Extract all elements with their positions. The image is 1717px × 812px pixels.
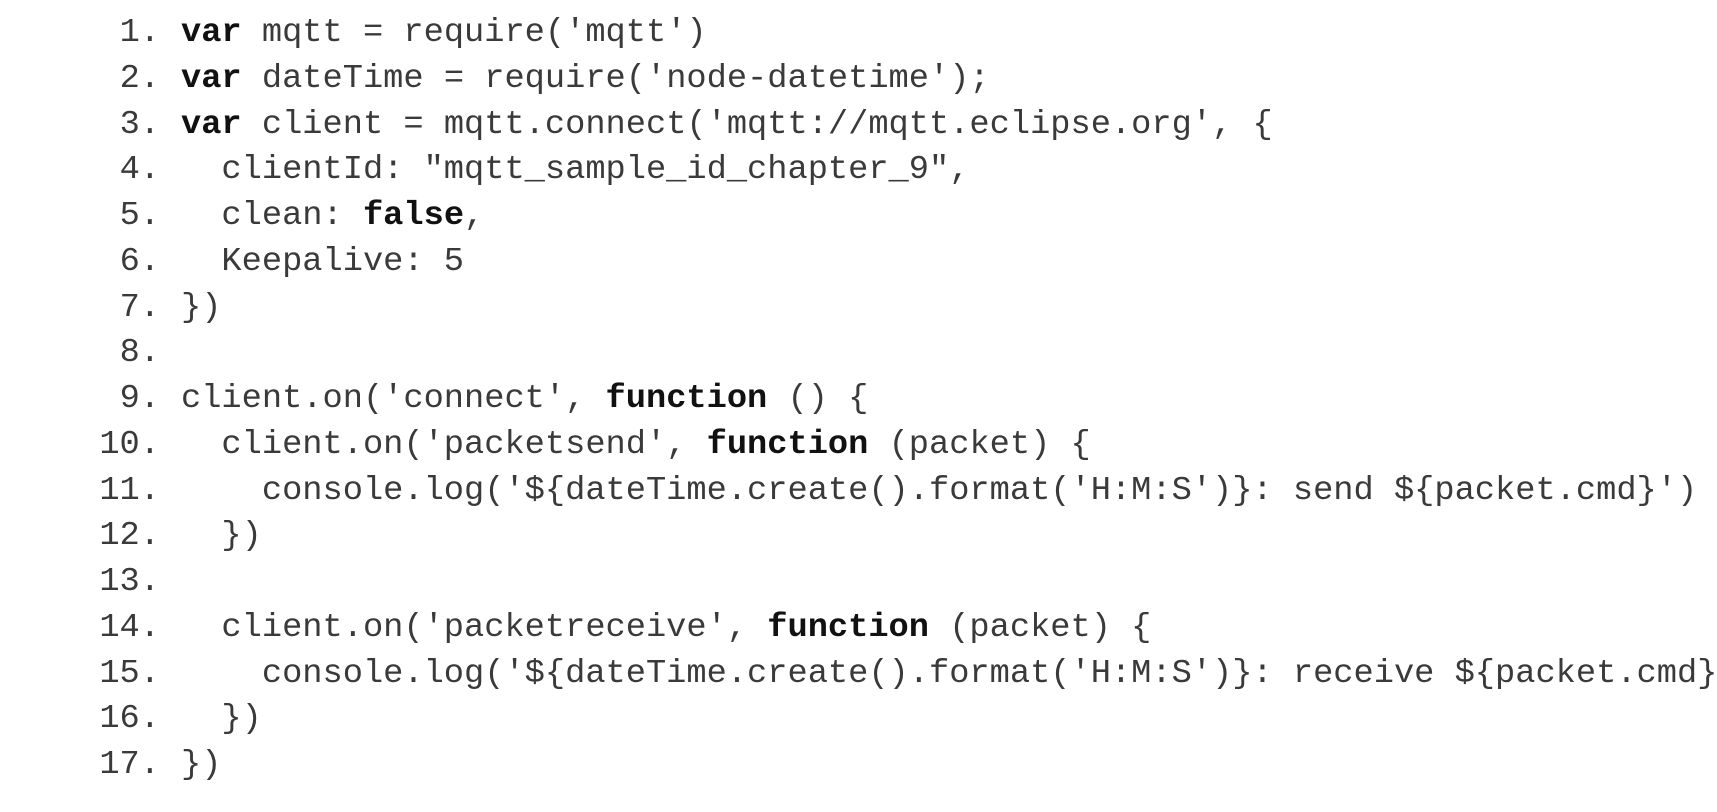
code-segment: client.on('connect',	[181, 380, 606, 418]
line-number: 6.	[119, 242, 160, 281]
code-segment: clientId: "mqtt_sample_id_chapter_9",	[181, 151, 970, 190]
line-number: 14.	[99, 608, 160, 647]
line-number: 4.	[119, 151, 160, 190]
code-text: clientId: "mqtt_sample_id_chapter_9",	[181, 148, 969, 194]
code-text: })	[181, 286, 221, 332]
line-number: 2.	[119, 59, 160, 98]
code-segment: client.on('packetreceive',	[181, 608, 768, 647]
line-number: 16.	[99, 700, 160, 739]
code-segment: (packet) {	[929, 608, 1152, 647]
code-segment: console.log('${dateTime.create().format(…	[181, 654, 1717, 693]
code-segment: })	[181, 517, 262, 556]
code-segment: () {	[767, 380, 869, 418]
line-number: 17.	[99, 746, 160, 784]
code-segment: })	[181, 700, 262, 739]
keyword: function	[706, 425, 869, 464]
code-segment: console.log('${dateTime.create().format(…	[181, 471, 1698, 510]
line-number: 13.	[99, 563, 160, 601]
code-segment: })	[181, 288, 222, 327]
code-segment: clean:	[181, 197, 363, 235]
keyword: var	[181, 14, 242, 52]
keyword: var	[181, 59, 242, 98]
line-number: 1.	[119, 14, 160, 52]
line-number: 10.	[99, 425, 160, 464]
code-text: clean: false,	[181, 194, 484, 240]
line-number: 9.	[119, 380, 160, 418]
code-text: client.on('connect', function () {	[181, 377, 868, 423]
code-text: var dateTime = require('node-datetime');	[181, 57, 990, 103]
code-segment: client = mqtt.connect('mqtt://mqtt.eclip…	[241, 105, 1273, 144]
code-segment: (packet) {	[868, 425, 1091, 464]
code-text: client.on('packetsend', function (packet…	[181, 423, 1091, 469]
code-text: client.on('packetreceive', function (pac…	[181, 606, 1151, 652]
keyword: function	[767, 608, 929, 647]
line-number: 7.	[119, 288, 160, 327]
line-number: 12.	[99, 517, 160, 556]
code-text: })	[181, 743, 221, 789]
code-text: console.log('${dateTime.create().format(…	[181, 652, 1717, 698]
keyword: false	[362, 197, 465, 235]
line-number: 11.	[99, 471, 160, 510]
code-text: var client = mqtt.connect('mqtt://mqtt.e…	[181, 103, 1273, 149]
keyword: function	[605, 380, 768, 418]
code-text: })	[181, 697, 262, 743]
line-number: 3.	[119, 105, 160, 144]
code-text: })	[181, 514, 262, 560]
code-segment: client.on('packetsend',	[181, 425, 707, 464]
code-segment: mqtt = require('mqtt')	[241, 14, 707, 52]
code-text: var mqtt = require('mqtt')	[181, 11, 707, 57]
code-text: Keepalive: 5	[181, 240, 464, 286]
code-segment: })	[181, 746, 222, 784]
code-text: console.log('${dateTime.create().format(…	[181, 469, 1697, 515]
code-segment: ,	[464, 197, 485, 235]
code-segment: dateTime = require('node-datetime');	[241, 59, 990, 98]
keyword: var	[181, 105, 242, 144]
line-number: 8.	[119, 334, 160, 373]
line-number: 5.	[119, 197, 160, 235]
line-number: 15.	[99, 654, 160, 693]
code-segment: Keepalive: 5	[181, 242, 465, 281]
